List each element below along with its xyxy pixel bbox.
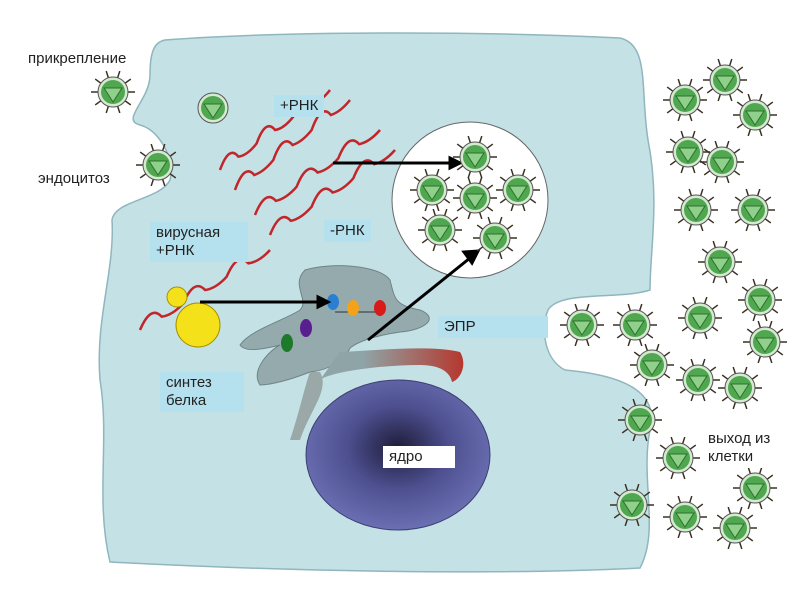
label-endocytosis: эндоцитоз <box>32 168 116 190</box>
virion <box>560 303 604 347</box>
virion <box>453 135 497 179</box>
virion <box>666 130 710 174</box>
label-viral-rna-line2: +РНК <box>156 242 195 259</box>
label-exit-line2: клетки <box>708 448 754 465</box>
label-exit: выход из клетки <box>702 428 777 468</box>
label-viral-rna: вирусная +РНК <box>150 222 248 262</box>
label-er: ЭПР <box>438 316 548 338</box>
virion <box>663 78 707 122</box>
ribosome <box>166 286 221 348</box>
virion <box>698 240 742 284</box>
label-protein-line2: белка <box>166 392 207 409</box>
virion <box>738 278 782 322</box>
virion <box>731 188 775 232</box>
virion <box>496 168 540 212</box>
virion <box>613 303 657 347</box>
virion <box>453 176 497 220</box>
virion <box>713 506 757 550</box>
virion <box>410 168 454 212</box>
arrows <box>200 155 481 342</box>
label-plus-rna: +РНК <box>274 95 325 117</box>
label-protein-synthesis: синтез белка <box>160 372 244 412</box>
virion <box>197 92 229 124</box>
virion <box>618 398 662 442</box>
virion <box>743 320 787 364</box>
label-protein-line1: синтез <box>166 374 212 391</box>
virion <box>630 343 674 387</box>
virion <box>418 208 462 252</box>
virion <box>703 58 747 102</box>
virion <box>656 436 700 480</box>
virion <box>676 358 720 402</box>
label-minus-rna: -РНК <box>324 220 371 242</box>
virion <box>136 143 180 187</box>
rna-strand <box>233 99 351 191</box>
virions <box>91 58 787 550</box>
label-nucleus: ядро <box>383 446 455 468</box>
virion <box>610 483 654 527</box>
virion <box>700 140 744 184</box>
label-exit-line1: выход из <box>708 430 771 447</box>
rna-strand <box>253 129 381 216</box>
rna-strand <box>138 249 271 331</box>
virion <box>733 93 777 137</box>
virion <box>663 495 707 539</box>
label-attachment: прикрепление <box>22 48 133 70</box>
label-viral-rna-line1: вирусная <box>156 224 221 241</box>
endoplasmic-reticulum <box>239 265 464 440</box>
virion <box>473 216 517 260</box>
virion <box>678 296 722 340</box>
virion <box>733 466 777 510</box>
virion <box>674 188 718 232</box>
proteins <box>281 294 386 352</box>
virion <box>91 70 135 114</box>
virion <box>718 366 762 410</box>
